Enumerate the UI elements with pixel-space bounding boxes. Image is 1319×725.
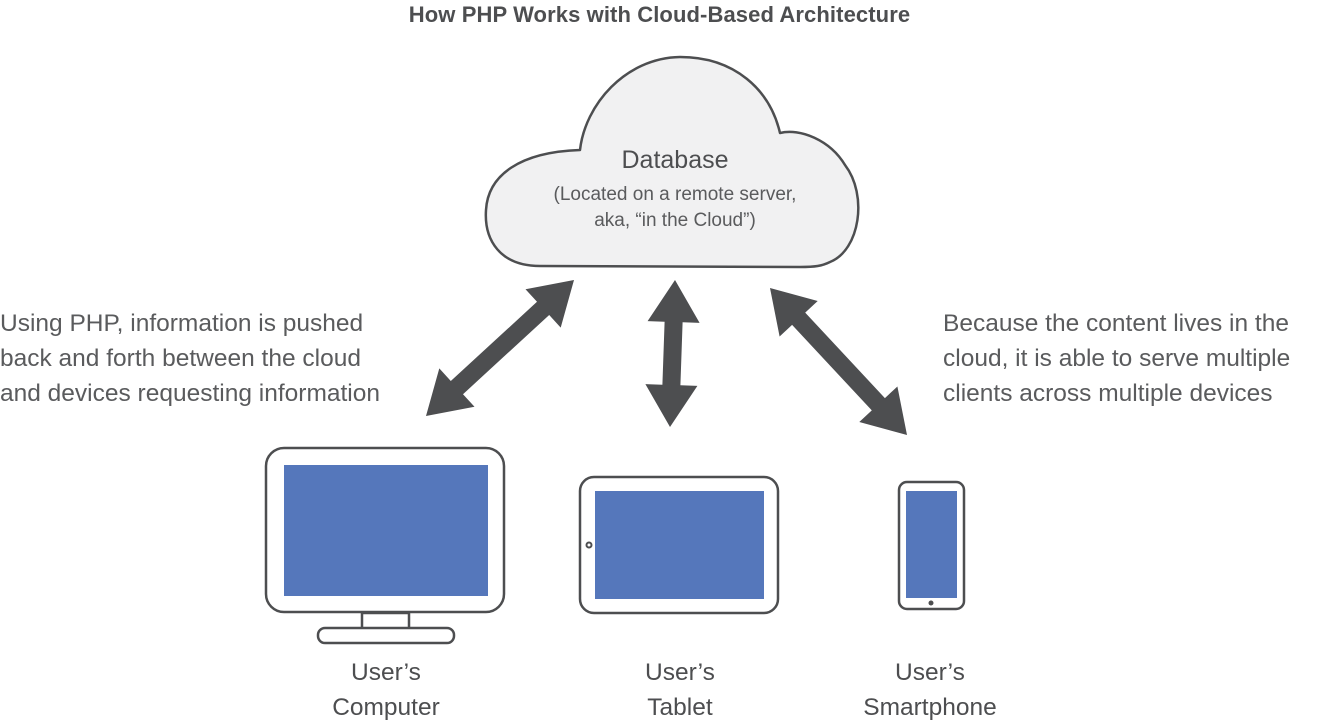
monitor-screen bbox=[284, 465, 488, 596]
tablet-icon bbox=[578, 475, 780, 615]
cloud-icon bbox=[484, 55, 860, 269]
cloud-subtitle: (Located on a remote server, aka, “in th… bbox=[495, 182, 855, 234]
annotation-right: Because the content lives in the cloud, … bbox=[943, 310, 1291, 407]
device-label-line2: Computer bbox=[332, 694, 440, 721]
smartphone-screen bbox=[906, 491, 957, 598]
arrow-cloud-tablet bbox=[645, 280, 700, 427]
tablet-screen bbox=[595, 491, 764, 599]
monitor-icon bbox=[264, 446, 506, 645]
cloud-title: Database bbox=[621, 146, 729, 174]
diagram-title: How PHP Works with Cloud-Based Architect… bbox=[408, 2, 911, 27]
arrow-cloud-smartphone bbox=[770, 288, 907, 435]
cloud-subtitle-line2: aka, “in the Cloud”) bbox=[594, 210, 756, 231]
cloud-subtitle-line1: (Located on a remote server, bbox=[553, 184, 797, 205]
device-label-smartphone: User’s Smartphone bbox=[830, 655, 1030, 725]
device-label-computer: User’s Computer bbox=[286, 655, 486, 725]
annotation-left: Using PHP, information is pushed back an… bbox=[0, 310, 380, 407]
device-label-tablet: User’s Tablet bbox=[580, 655, 780, 725]
device-label-line1: User’s bbox=[351, 659, 421, 686]
arrow-cloud-computer bbox=[426, 280, 574, 416]
device-label-line1: User’s bbox=[895, 659, 965, 686]
device-label-line2: Tablet bbox=[647, 694, 713, 721]
device-label-line1: User’s bbox=[645, 659, 715, 686]
device-label-line2: Smartphone bbox=[863, 694, 997, 721]
smartphone-icon bbox=[897, 480, 966, 611]
